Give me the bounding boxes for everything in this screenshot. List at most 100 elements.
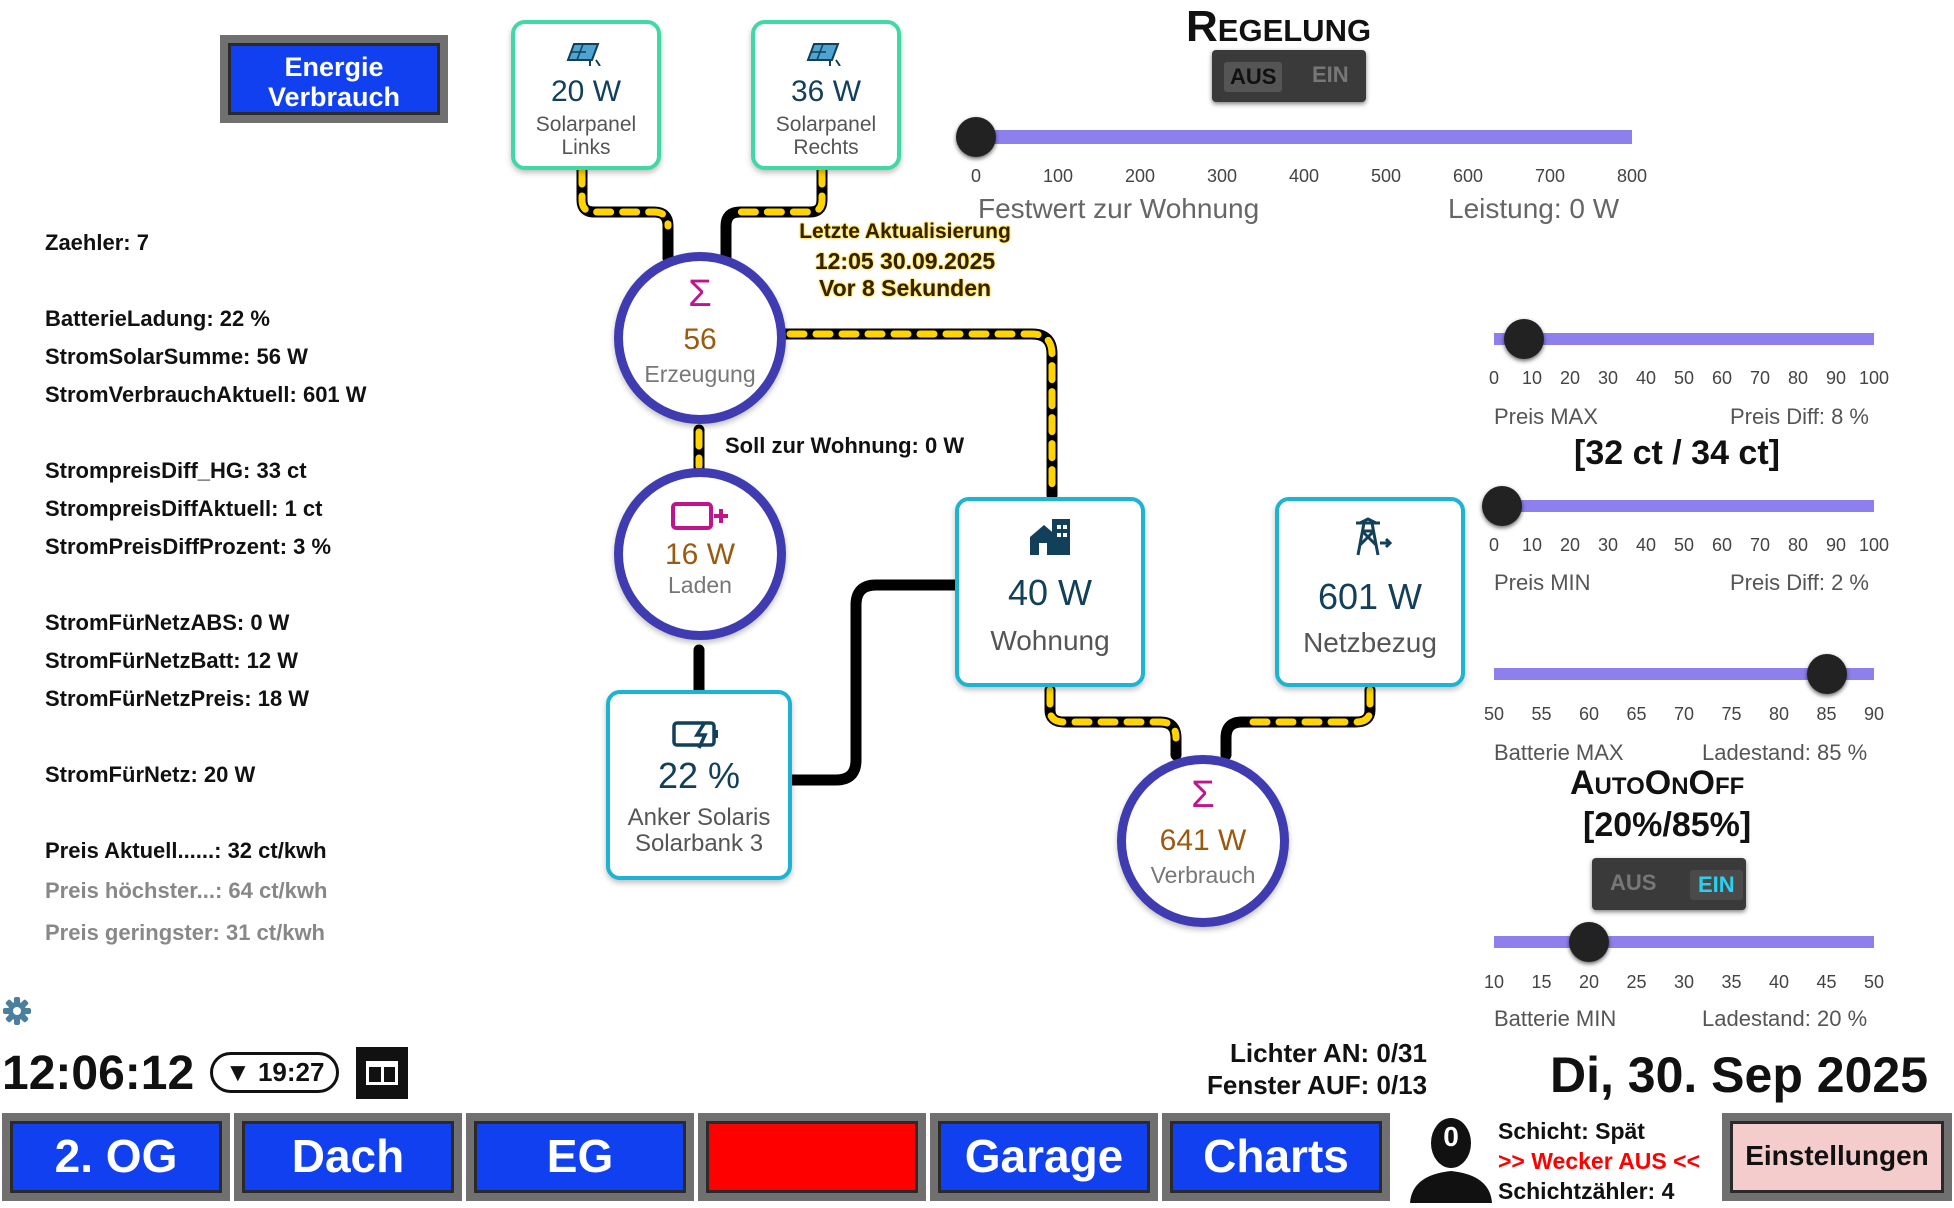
solar-panel-right-card[interactable]: 36 W Solarpanel Rechts [751, 20, 901, 170]
solar-left-label1: Solarpanel [535, 113, 637, 136]
nav-2og-button[interactable]: 2. OG [2, 1113, 230, 1201]
last-update-box: Letzte Aktualisierung 12:05 30.09.2025 V… [780, 220, 1030, 302]
laden-label: Laden [668, 572, 732, 598]
slider-tick-label: 50 [1863, 972, 1885, 992]
batterie-min-caption-left: Batterie MIN [1494, 1006, 1617, 1031]
stat-strom-verbrauch-aktuell: StromVerbrauchAktuell: 601 W [45, 382, 367, 407]
slider-tick-label: 50 [1483, 704, 1505, 724]
slider-tick-label: 400 [1288, 166, 1320, 186]
timer-badge[interactable]: ▼ 19:27 [210, 1052, 340, 1093]
regelung-toggle[interactable]: AUS EIN [1212, 50, 1366, 102]
regelung-caption-right: Leistung: 0 W [1448, 193, 1620, 224]
slider-tick-label: 300 [1206, 166, 1238, 186]
regelung-title: Regelung [1186, 2, 1372, 51]
power-pylon-icon [1356, 517, 1393, 556]
solar-left-label2: Links [561, 136, 611, 159]
shift-counter-label: Schichtzähler: 4 [1498, 1178, 1675, 1204]
gear-icon[interactable] [2, 996, 32, 1026]
preis-max-slider-track[interactable] [1494, 333, 1874, 345]
slider-tick-label: 30 [1597, 535, 1619, 555]
auto-on-off-toggle-off: AUS [1610, 870, 1657, 895]
verbrauch-label: Verbrauch [1150, 862, 1256, 888]
batterie-min-slider-knob[interactable] [1569, 922, 1609, 962]
slider-tick-label: 20 [1578, 972, 1600, 992]
energy-consumption-button[interactable]: Energie Verbrauch [220, 35, 448, 123]
solar-panel-icon [566, 43, 601, 67]
regelung-slider-knob[interactable] [956, 117, 996, 157]
stat-strompreis-diff-prozent: StromPreisDiffProzent: 3 % [45, 534, 332, 559]
batterie-max-slider-track[interactable] [1494, 668, 1874, 680]
verbrauch-circle[interactable]: Σ 641 W Verbrauch [1117, 755, 1289, 927]
regelung-slider-track[interactable] [976, 130, 1632, 144]
slider-tick-label: 10 [1483, 972, 1505, 992]
batterie-min-slider-track[interactable] [1494, 936, 1874, 948]
regelung-caption-left: Festwert zur Wohnung [978, 193, 1260, 224]
auto-on-off-range: [20%/85%] [1583, 806, 1752, 844]
slider-tick-label: 55 [1531, 704, 1552, 724]
slider-tick-label: 60 [1711, 535, 1733, 555]
last-update-time: 12:05 30.09.2025 [814, 248, 996, 274]
einstellungen-button[interactable]: Einstellungen [1722, 1113, 1952, 1201]
preis-min-slider-track[interactable] [1494, 500, 1874, 512]
slider-tick-label: 40 [1635, 535, 1657, 555]
nav-eg-label: EG [474, 1121, 686, 1193]
slider-tick-label: 600 [1452, 166, 1484, 186]
soll-label: Soll zur Wohnung: 0 W [725, 433, 965, 458]
auto-on-off-title: AutoOnOff [1570, 764, 1745, 802]
slider-tick-label: 20 [1559, 535, 1581, 555]
nav-eg-button[interactable]: EG [466, 1113, 694, 1201]
slider-tick-label: 10 [1521, 535, 1543, 555]
stat-strompreis-diff-aktuell: StrompreisDiffAktuell: 1 ct [45, 496, 323, 521]
person-icon[interactable]: 0 [1408, 1115, 1494, 1203]
slider-tick-label: 10 [1521, 368, 1543, 388]
house-icon [1030, 519, 1070, 555]
nav-dach-label: Dach [242, 1121, 454, 1193]
auto-on-off-toggle[interactable]: AUS EIN [1592, 858, 1746, 910]
wohnung-card[interactable]: 40 W Wohnung [955, 497, 1145, 687]
slider-tick-label: 100 [1858, 368, 1890, 388]
batterie-max-slider-knob[interactable] [1806, 654, 1847, 694]
battery-label2: Solarbank 3 [634, 830, 764, 857]
stat-batterie-ladung: BatterieLadung: 22 % [45, 306, 270, 331]
stat-strom-solar-summe: StromSolarSumme: 56 W [45, 344, 308, 369]
erzeugung-circle[interactable]: Σ 56 Erzeugung [614, 252, 786, 424]
stat-preis-aktuell: Preis Aktuell......: 32 ct/kwh [45, 838, 327, 863]
slider-tick-label: 40 [1768, 972, 1790, 992]
slider-tick-label: 70 [1749, 368, 1771, 388]
slider-tick-label: 35 [1721, 972, 1742, 992]
nav-charts-button[interactable]: Charts [1162, 1113, 1390, 1201]
batterie-max-caption-right: Ladestand: 85 % [1702, 740, 1868, 765]
batterie-max-caption-left: Batterie MAX [1494, 740, 1624, 765]
alarm-label[interactable]: >> Wecker AUS << [1498, 1148, 1701, 1174]
preis-max-slider-knob[interactable] [1504, 319, 1545, 359]
preis-max-caption-left: Preis MAX [1494, 404, 1598, 429]
battery-card[interactable]: 22 % Anker Solaris Solarbank 3 [606, 690, 792, 880]
slider-tick-label: 80 [1768, 704, 1790, 724]
laden-circle[interactable]: 16 W Laden [614, 468, 786, 640]
slider-tick-label: 80 [1787, 535, 1809, 555]
sigma-icon: Σ [1191, 774, 1215, 816]
preis-min-caption-right: Preis Diff: 2 % [1730, 570, 1869, 595]
date: Di, 30. Sep 2025 [1550, 1047, 1929, 1103]
last-update-title: Letzte Aktualisierung [799, 220, 1011, 243]
netzbezug-card[interactable]: 601 W Netzbezug [1275, 497, 1465, 687]
slider-tick-label: 90 [1863, 704, 1885, 724]
window-icon[interactable] [356, 1047, 408, 1099]
batterie-min-caption-right: Ladestand: 20 % [1702, 1006, 1868, 1031]
clock: 12:06:12 [2, 1047, 195, 1100]
solar-panel-icon [806, 43, 841, 67]
slider-tick-label: 75 [1721, 704, 1742, 724]
slider-tick-label: 100 [1042, 166, 1074, 186]
nav-garage-button[interactable]: Garage [930, 1113, 1158, 1201]
nav-red-button[interactable] [698, 1113, 926, 1201]
wohnung-value: 40 W [1007, 572, 1093, 613]
regelung-toggle-on: EIN [1312, 62, 1349, 87]
slider-tick-label: 15 [1531, 972, 1552, 992]
slider-tick-label: 700 [1534, 166, 1566, 186]
netzbezug-label: Netzbezug [1303, 627, 1437, 658]
solar-panel-left-card[interactable]: 20 W Solarpanel Links [511, 20, 661, 170]
nav-dach-button[interactable]: Dach [234, 1113, 462, 1201]
slider-tick-label: 80 [1787, 368, 1809, 388]
preis-min-slider-knob[interactable] [1481, 486, 1522, 526]
slider-tick-label: 500 [1370, 166, 1402, 186]
